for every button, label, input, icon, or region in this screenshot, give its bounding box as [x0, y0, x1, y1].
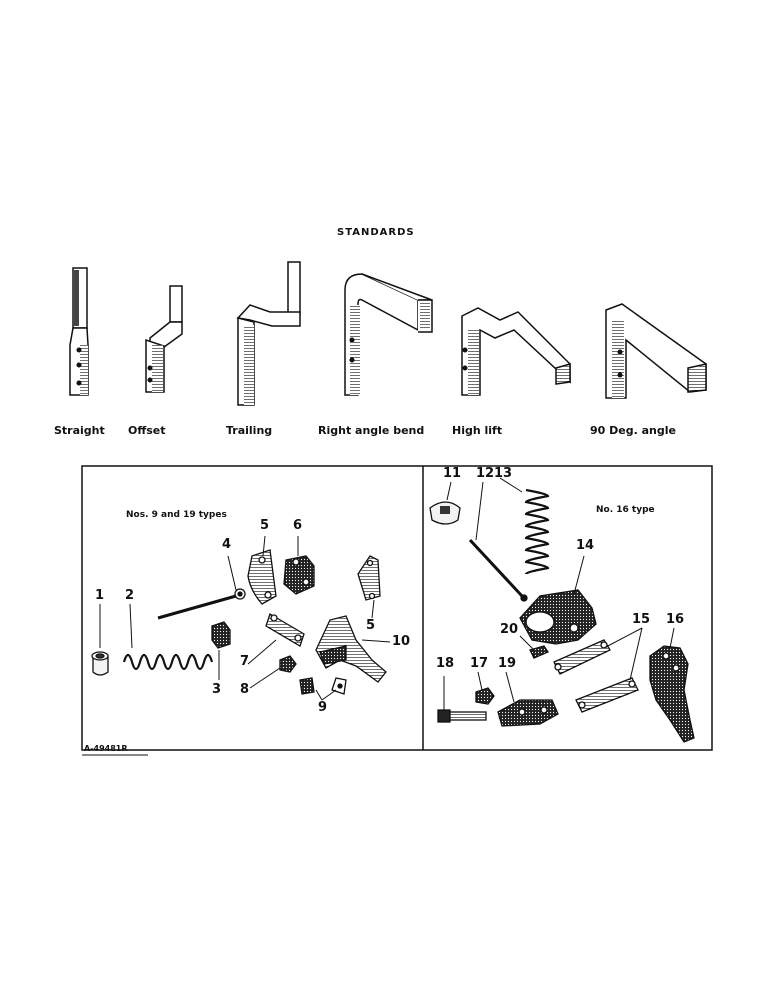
callout-4: 4 — [222, 537, 232, 552]
callout-6: 6 — [293, 518, 303, 533]
part-2-spring — [122, 653, 214, 671]
part-10-shank — [315, 615, 387, 683]
standard-label-offset: Offset — [128, 424, 166, 437]
standard-label-trailing: Trailing — [226, 424, 273, 437]
part-6-clamp — [283, 555, 315, 595]
part-17-nut — [475, 687, 495, 705]
part-18-bolt — [437, 709, 487, 723]
right-panel-caption: No. 16 type — [596, 505, 655, 515]
part-16-shank — [649, 645, 695, 743]
right-leader-lines — [443, 477, 675, 710]
callout-2: 2 — [125, 588, 135, 603]
left-leader-lines — [99, 535, 391, 701]
figure-id: A-49481R — [84, 744, 128, 753]
callout-1: 1 — [95, 588, 105, 603]
part-3-clip — [211, 621, 231, 649]
page-title: STANDARDS — [337, 227, 415, 238]
callout-3: 3 — [212, 682, 222, 697]
callout-17: 17 — [470, 656, 489, 671]
standard-label-high-lift: High lift — [452, 424, 503, 437]
part-8-nut — [279, 655, 297, 673]
standard-high-lift-shape — [461, 307, 571, 396]
left-panel-caption: Nos. 9 and 19 types — [126, 510, 227, 520]
standard-trailing-shape — [236, 261, 301, 406]
panel-frame — [81, 465, 713, 751]
callout-13: 13 — [494, 466, 513, 481]
standard-label-90-deg-angle: 90 Deg. angle — [590, 424, 676, 437]
callout-18: 18 — [436, 656, 455, 671]
part-14-clamp-body — [519, 589, 597, 645]
callout-20: 20 — [500, 622, 519, 637]
callout-9: 9 — [318, 700, 328, 715]
standard-label-straight: Straight — [54, 424, 105, 437]
standard-label-right-angle-bend: Right angle bend — [318, 424, 425, 437]
callout-12: 12 — [476, 466, 495, 481]
part-1-bushing — [91, 651, 109, 676]
part-11-bolt-head — [429, 501, 461, 525]
part-12-rod — [468, 538, 528, 602]
callout-5: 5 — [260, 518, 270, 533]
callout-14: 14 — [576, 538, 595, 553]
callout-16: 16 — [666, 612, 685, 627]
standard-offset-shape — [145, 285, 183, 393]
callout-15: 15 — [632, 612, 651, 627]
standard-90-deg-angle-shape — [605, 303, 707, 399]
part-4-rod — [157, 588, 246, 620]
callout-11: 11 — [443, 466, 462, 481]
callout-7: 7 — [240, 654, 250, 669]
callout-10: 10 — [392, 634, 411, 649]
part-15-straps — [553, 639, 639, 713]
part-13-spring — [524, 488, 550, 575]
standard-straight-shape — [69, 267, 89, 396]
part-19-bracket — [497, 699, 559, 727]
part-7-link — [265, 613, 305, 647]
part-9-clips — [299, 677, 347, 695]
callout-19: 19 — [498, 656, 517, 671]
part-20-pin — [529, 645, 549, 659]
standard-right-angle-bend-shape — [344, 273, 433, 396]
callout-8: 8 — [240, 682, 250, 697]
callout-5b: 5 — [366, 618, 376, 633]
part-5-plate — [247, 549, 277, 605]
part-5b-plate — [357, 555, 381, 601]
